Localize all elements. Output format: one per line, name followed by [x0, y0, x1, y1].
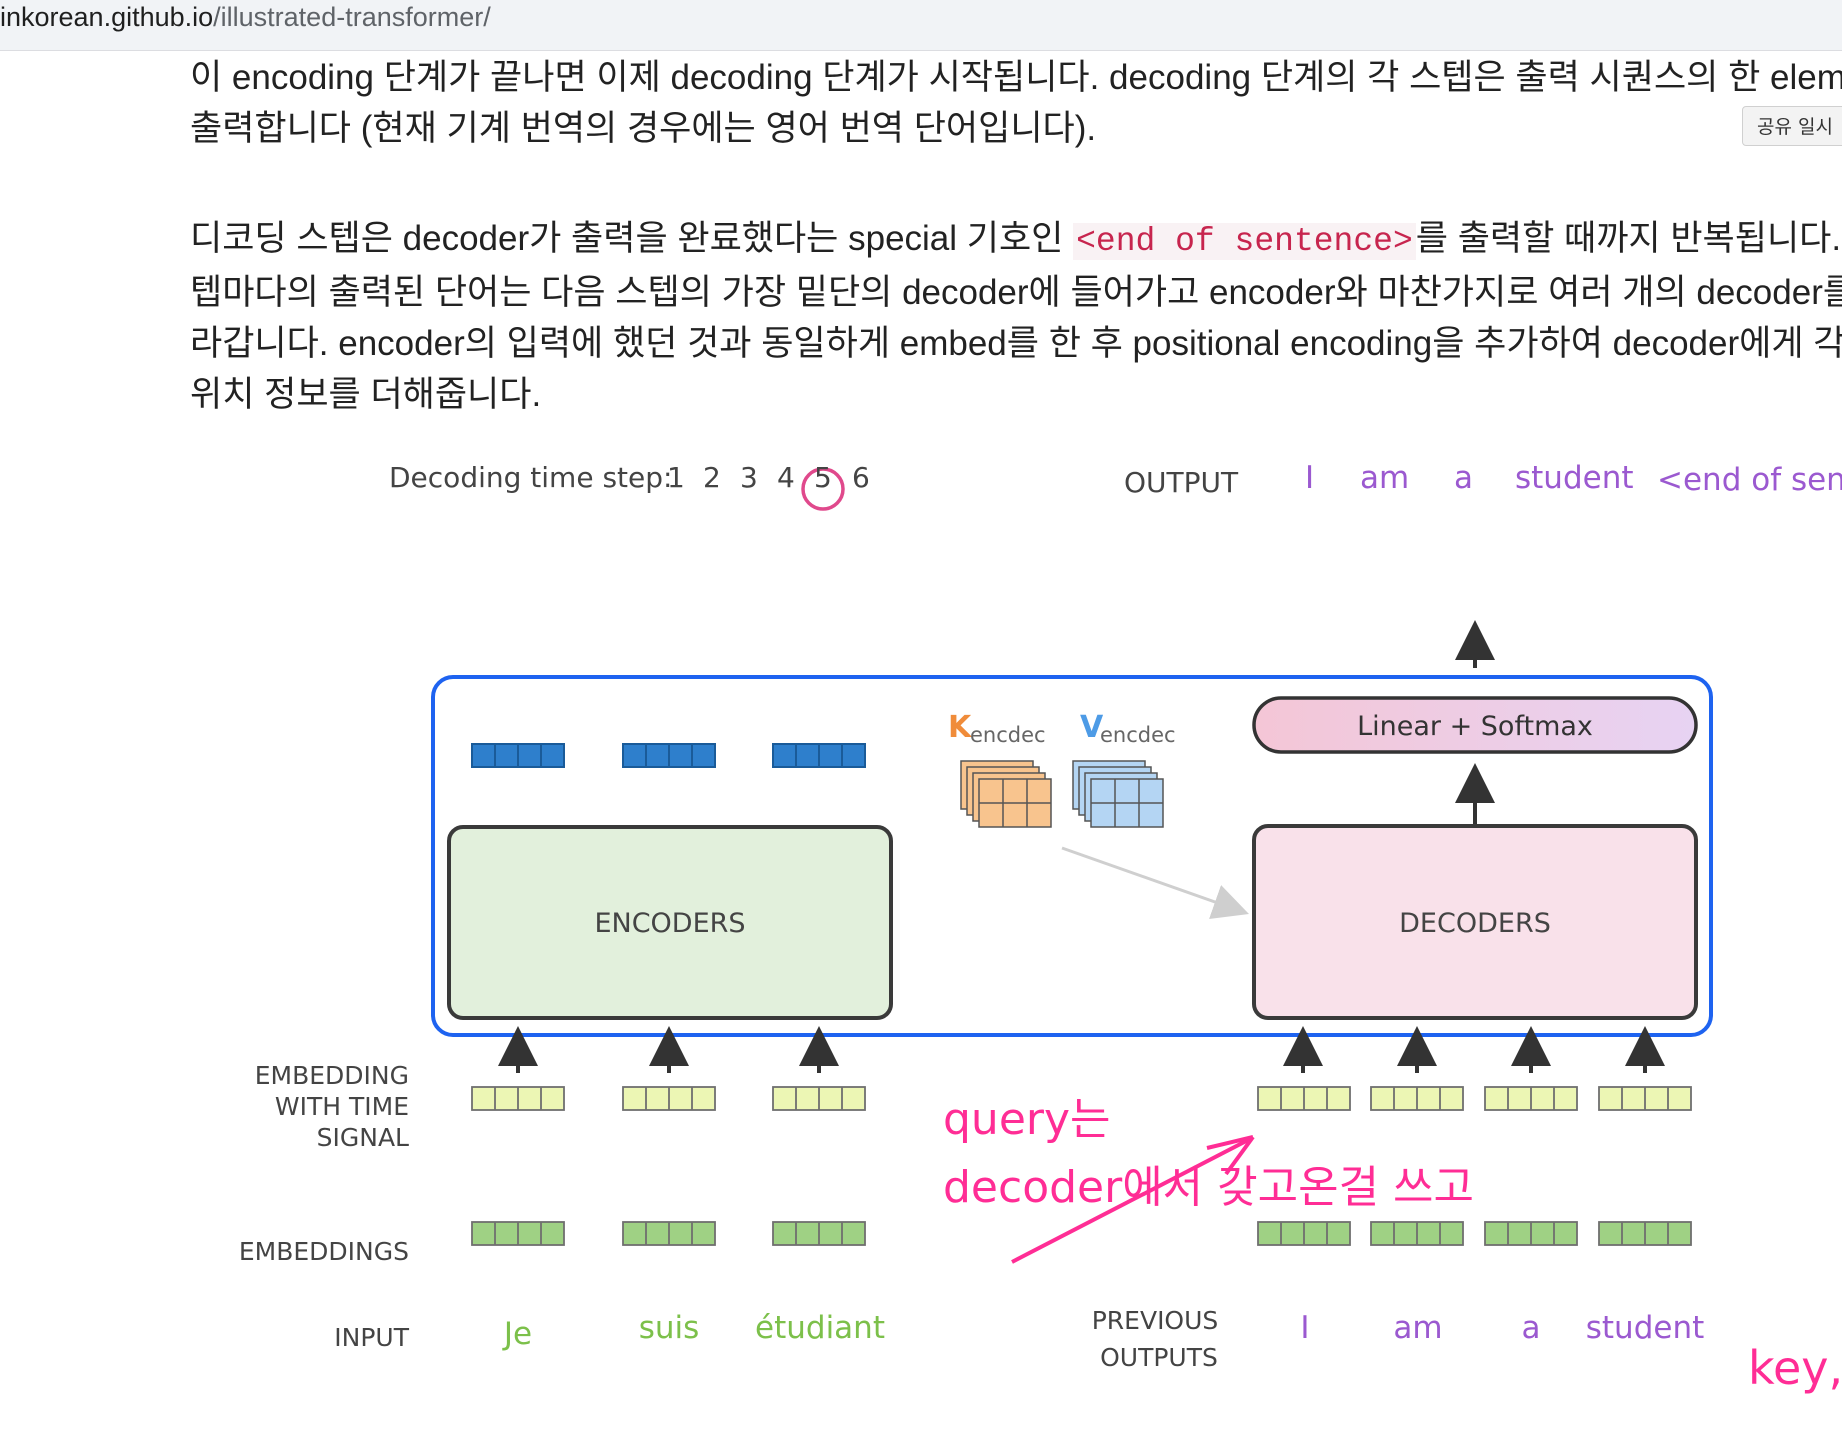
- embedding-time-signal-label-line-1: EMBEDDING: [255, 1061, 409, 1090]
- decoder-embedding-vector-4: [1598, 1221, 1692, 1246]
- previous-outputs-label-line-1: PREVIOUS: [1092, 1306, 1219, 1335]
- time-step-4: 4: [777, 461, 795, 494]
- share-button[interactable]: 공유 일시: [1742, 106, 1842, 146]
- output-word-5: <end of sent: [1657, 462, 1842, 498]
- url-path: /illustrated-transformer/: [213, 2, 491, 32]
- paragraph-2-line-2: 텝마다의 출력된 단어는 다음 스텝의 가장 밑단의 decoder에 들어가고…: [190, 273, 1842, 312]
- previous-outputs-label-line-2: OUTPUTS: [1100, 1343, 1218, 1372]
- output-word-2: am: [1360, 460, 1409, 496]
- transformer-outer-box: [431, 675, 1713, 1037]
- encoder-embedding-vector-3: [772, 1221, 866, 1246]
- embedding-time-signal-label-line-3: SIGNAL: [317, 1123, 409, 1152]
- encoders-box: [447, 825, 893, 1020]
- encoder-embedding-vector-1: [471, 1221, 565, 1246]
- decoder-time-signal-vector-3: [1484, 1086, 1578, 1111]
- time-step-2: 2: [703, 461, 721, 494]
- paragraph-2-line-1: 디코딩 스텝은 decoder가 출력을 완료했다는 special 기호인 <…: [190, 213, 1842, 267]
- annotation-query-line-1: query는: [943, 1094, 1111, 1145]
- url-host: inkorean.github.io: [0, 2, 214, 32]
- paragraph-1-line-2: 출력합니다 (현재 기계 번역의 경우에는 영어 번역 단어입니다).: [190, 109, 1097, 148]
- time-step-3: 3: [740, 461, 758, 494]
- paragraph-2: 디코딩 스텝은 decoder가 출력을 완료했다는 special 기호인 <…: [190, 213, 1842, 420]
- browser-url-bar[interactable]: inkorean.github.io/illustrated-transform…: [0, 0, 1842, 51]
- encoder-output-vector-1: [471, 743, 565, 768]
- figure-svg: Decoding time step: 1 2 3 4 5 6 OUTPUT I…: [239, 460, 1842, 1395]
- input-word-2: suis: [639, 1310, 700, 1346]
- annotation-arrow: [1011, 1135, 1255, 1264]
- paragraph-2-text-before-code: 디코딩 스텝은 decoder가 출력을 완료했다는 special 기호인: [190, 219, 1074, 258]
- v-encdec-matrix-stack: [1072, 760, 1164, 828]
- decoder-time-signal-vector-4: [1598, 1086, 1692, 1111]
- output-word-4: student: [1515, 460, 1634, 496]
- linear-softmax-label: Linear + Softmax: [1357, 711, 1593, 742]
- end-of-sentence-code: <end of sentence>: [1073, 223, 1416, 260]
- paragraph-2-text-after-code: 를 출력할 때까지 반복됩니다.: [1415, 219, 1842, 258]
- decoders-label: DECODERS: [1399, 908, 1551, 939]
- url-text[interactable]: inkorean.github.io/illustrated-transform…: [0, 2, 491, 33]
- decoder-time-signal-vector-1: [1257, 1086, 1351, 1111]
- paragraph-2-line-3: 라갑니다. encoder의 입력에 했던 것과 동일하게 embed를 한 후…: [190, 324, 1842, 363]
- decoder-embedding-vector-3: [1484, 1221, 1578, 1246]
- output-word-3: a: [1454, 460, 1473, 496]
- previous-output-word-2: am: [1393, 1310, 1442, 1346]
- annotation-query-line-2: decoder에서 갖고온걸 쓰고: [943, 1162, 1474, 1213]
- encoder-output-vector-3: [772, 743, 866, 768]
- paragraph-2-line-4: 위치 정보를 더해줍니다.: [190, 375, 542, 414]
- k-encdec-matrix-stack: [960, 760, 1052, 828]
- encoder-embedding-vector-2: [622, 1221, 716, 1246]
- decoding-time-step-label: Decoding time step:: [389, 461, 672, 494]
- decoders-box: [1252, 824, 1698, 1020]
- time-step-5: 5: [814, 461, 832, 494]
- previous-output-word-3: a: [1522, 1310, 1541, 1346]
- kv-to-decoder-arrow: [1061, 846, 1249, 919]
- transformer-decoding-figure: Decoding time step: 1 2 3 4 5 6 OUTPUT I…: [0, 430, 1842, 1432]
- embeddings-label: EMBEDDINGS: [239, 1237, 409, 1266]
- encoder-time-signal-vector-2: [622, 1086, 716, 1111]
- embedding-time-signal-label-line-2: WITH TIME: [275, 1092, 409, 1121]
- encoder-output-vector-2: [622, 743, 716, 768]
- input-word-1: Je: [502, 1316, 532, 1352]
- output-word-1: I: [1305, 460, 1314, 496]
- k-encdec-letter: K: [948, 710, 973, 745]
- time-step-1: 1: [667, 461, 685, 494]
- paragraph-1: 이 encoding 단계가 끝나면 이제 decoding 단계가 시작됩니다…: [190, 52, 1842, 154]
- linear-softmax-box: [1252, 696, 1698, 754]
- encoders-label: ENCODERS: [594, 908, 745, 939]
- encoder-time-signal-vector-1: [471, 1086, 565, 1111]
- input-label: INPUT: [334, 1323, 409, 1352]
- input-word-3: étudiant: [755, 1310, 885, 1346]
- paragraph-1-line-1: 이 encoding 단계가 끝나면 이제 decoding 단계가 시작됩니다…: [190, 58, 1842, 97]
- previous-output-word-4: student: [1586, 1310, 1705, 1346]
- decoder-embedding-vector-2: [1370, 1221, 1464, 1246]
- output-label: OUTPUT: [1124, 466, 1239, 499]
- previous-output-word-1: I: [1300, 1310, 1309, 1346]
- encoder-time-signal-vector-3: [772, 1086, 866, 1111]
- decoder-embedding-vector-1: [1257, 1221, 1351, 1246]
- v-encdec-letter: V: [1080, 710, 1104, 745]
- time-step-6: 6: [852, 461, 870, 494]
- v-encdec-subscript: encdec: [1100, 723, 1176, 747]
- current-step-circle: [801, 467, 845, 511]
- annotation-key-fragment: key,: [1748, 1341, 1842, 1395]
- k-encdec-subscript: encdec: [970, 723, 1046, 747]
- decoder-time-signal-vector-2: [1370, 1086, 1464, 1111]
